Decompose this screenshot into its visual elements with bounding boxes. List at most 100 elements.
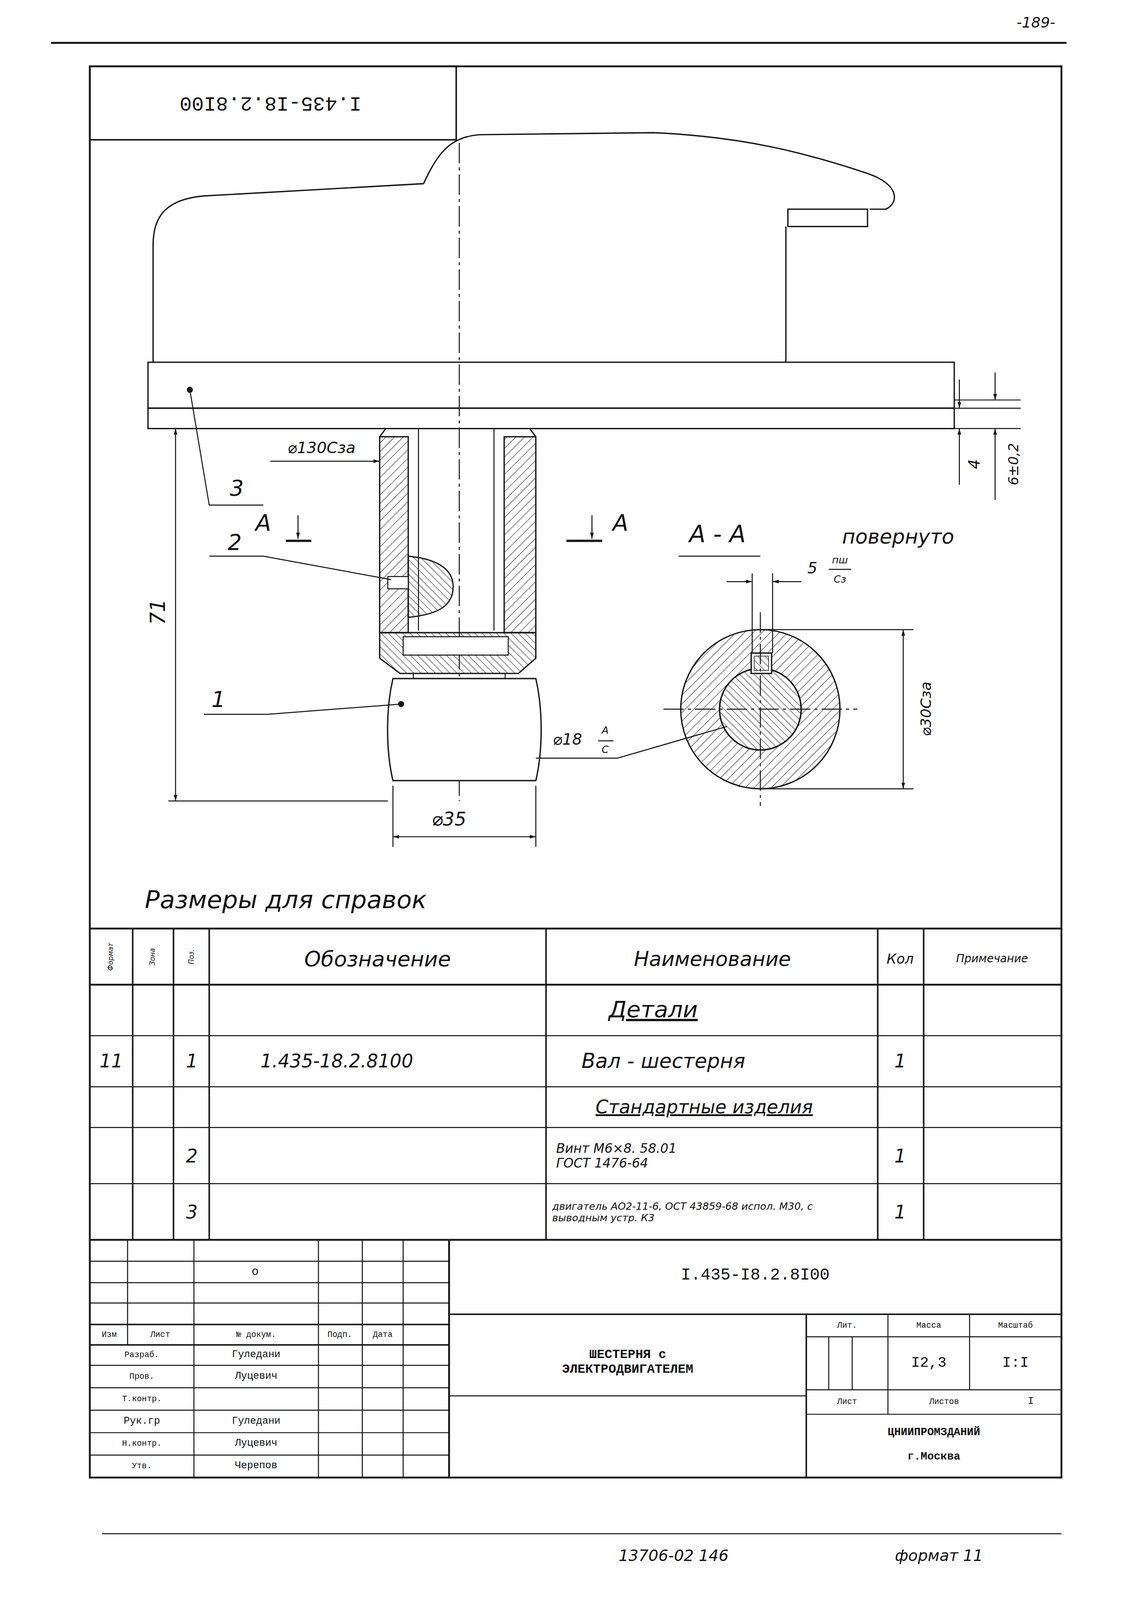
fit-code: Сз: [832, 574, 847, 586]
flange-dimensions-part: [994, 372, 996, 401]
gear-hub-part: [379, 632, 536, 674]
title-block-part: [806, 1389, 1062, 1391]
sheet-number: -189-: [1015, 13, 1056, 31]
table-header: Наименование: [632, 947, 792, 972]
spec-table-part: [545, 929, 547, 1241]
callout-number: 2: [226, 530, 243, 556]
section-marks-part: [678, 555, 761, 557]
table-header: Листов: [928, 1397, 960, 1408]
spec-table: [90, 929, 1062, 1241]
drawing-frame-part: [90, 66, 1062, 1478]
person-name: Гуледани: [231, 1349, 282, 1361]
dimension-lines-part: [168, 800, 389, 802]
section-view-part: [751, 653, 772, 674]
dimension: 5: [806, 559, 819, 578]
spec-table-part: [90, 1035, 1062, 1037]
table-cell: Вал - шестерня: [580, 1049, 747, 1074]
title-block-part: [90, 1432, 450, 1434]
flange-dimensions-part: [954, 407, 1021, 409]
title-block-part: [969, 1314, 970, 1391]
table-section: Детали: [607, 997, 699, 1024]
gear-hub-part: [413, 673, 506, 679]
person-name: Луцевич: [234, 1370, 279, 1383]
table-header: Изм: [101, 1330, 118, 1340]
role-name: Утв.: [130, 1461, 153, 1472]
gear-hub-part: [493, 428, 495, 631]
spec-table-part: [90, 1086, 1062, 1088]
table-cell: 1: [893, 1050, 907, 1072]
table-header: Масса: [915, 1320, 942, 1331]
section-view-part: [759, 612, 761, 807]
title-block-part: [449, 1395, 807, 1397]
role-name: Рук.гр: [122, 1415, 161, 1428]
gear-hub-part: [387, 678, 542, 781]
title-block-part: [90, 1324, 450, 1326]
table-header: Лист: [836, 1397, 858, 1408]
callout-leaders: [187, 387, 404, 715]
title-block-part: [90, 1302, 450, 1304]
spec-table-part: [922, 929, 925, 1241]
table-cell: 1: [893, 1201, 907, 1224]
spec-table-part: [172, 929, 175, 1241]
organization-city: г.Москва: [906, 1451, 962, 1465]
callout-number: 3: [228, 476, 245, 502]
document-code: I.435-I8.2.8I00: [679, 1266, 831, 1286]
spec-table-part: [90, 1239, 1062, 1241]
section-view-part: [535, 726, 728, 759]
table-cell: I: [1026, 1396, 1035, 1409]
spec-table-part: [90, 1127, 1062, 1129]
table-cell: I:I: [1001, 1354, 1030, 1372]
section-view-part: [754, 656, 769, 671]
fit-code: пш: [831, 554, 850, 566]
flange-dimensions-part: [958, 428, 960, 485]
spec-table-part: [90, 1183, 1062, 1185]
motor-outline-part: [785, 226, 787, 363]
person-name: Гуледани: [231, 1415, 282, 1428]
title-block-part: [448, 1240, 451, 1478]
table-header: Обозначение: [303, 947, 452, 972]
title-block-part: [90, 1365, 450, 1367]
motor-outline-part: [147, 408, 955, 429]
gear-hub-part: [403, 637, 509, 656]
section-marks: [285, 515, 761, 557]
table-cell: 11: [98, 1050, 125, 1072]
organization-name: ЦНИИПРОМЗДАНИЙ: [886, 1426, 982, 1440]
title-block-part: [317, 1240, 319, 1478]
callout-leaders-part: [203, 704, 401, 715]
archive-number: 13706-02 146: [617, 1547, 730, 1566]
title-block-part: [806, 1414, 1062, 1416]
gear-hub-part: [504, 436, 536, 633]
table-cell: I2,3: [910, 1354, 948, 1372]
format-note: формат 11: [894, 1547, 985, 1566]
table-header: Подп.: [326, 1330, 354, 1340]
table-header: Масштаб: [997, 1320, 1034, 1331]
title-block-part: [361, 1240, 363, 1478]
title-block-part: [193, 1240, 195, 1478]
table-cell: 2: [185, 1145, 199, 1168]
title-block-part: [851, 1337, 853, 1391]
title-block-part: [805, 1314, 807, 1479]
dimension-lines-part: [535, 785, 537, 847]
person-name: Черепов: [234, 1460, 279, 1473]
dimension-lines-part: [270, 460, 380, 462]
table-cell: 1: [893, 1145, 907, 1168]
gear-hub-part: [387, 576, 408, 590]
dimension-lines: [168, 428, 536, 847]
section-view-part: [760, 788, 914, 790]
spec-table-part: [131, 929, 134, 1241]
gear-hub-part: [529, 428, 536, 437]
table-header: Лист: [149, 1330, 171, 1340]
title-block-part: [90, 1261, 450, 1263]
gear-hub: [379, 142, 542, 802]
title-block-part: [90, 1282, 450, 1284]
flange-dimensions-part: [994, 428, 996, 501]
dimension: ⌀35: [430, 808, 468, 830]
table-header: Кол: [885, 951, 915, 968]
spec-table-part: [90, 928, 1062, 931]
table-header: Формат: [107, 942, 116, 973]
motor-outline-part: [152, 132, 895, 363]
dimension: 6±0,2: [1005, 442, 1022, 487]
stamp-text: I.435-I8.2.8I00: [178, 91, 363, 115]
callout-leaders-part: [398, 701, 404, 707]
